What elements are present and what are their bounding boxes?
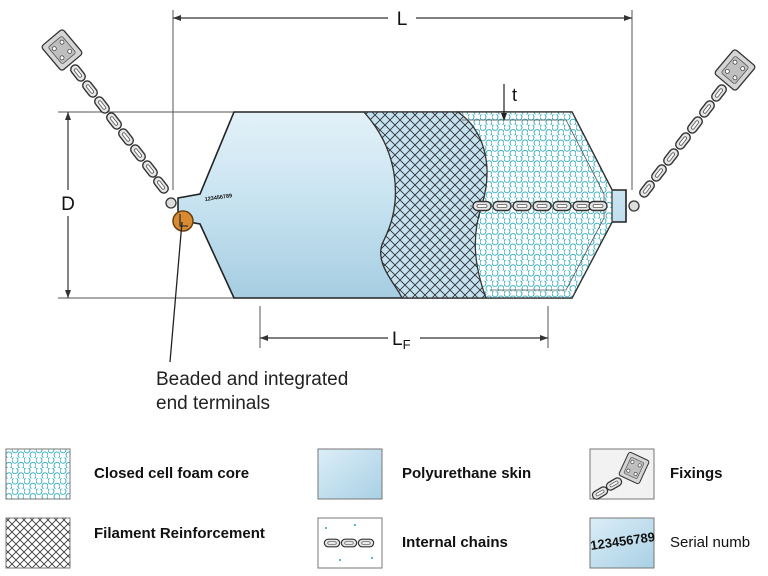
filament-swatch	[5, 517, 71, 569]
dimension-thickness: t	[499, 84, 517, 121]
label-t: t	[512, 85, 517, 105]
dimension-fender-length: LF	[259, 306, 549, 352]
label-LF: LF	[392, 329, 411, 352]
internal-chain	[470, 200, 608, 212]
serial-swatch: 123456789	[589, 517, 656, 569]
skin-swatch	[317, 448, 383, 500]
foam-core-swatch	[5, 448, 71, 500]
callout-line-1: Beaded and integrated	[156, 369, 349, 390]
fender-body: 123456789	[172, 111, 627, 299]
legend-label-foam-core: Closed cell foam core	[94, 465, 250, 482]
left-chain	[40, 28, 177, 209]
legend-label-skin: Polyurethane skin	[402, 465, 532, 482]
legend-label-filament: Filament Reinforcement	[94, 525, 265, 542]
label-D: D	[61, 194, 75, 215]
end-terminal	[172, 210, 194, 232]
label-LF-subscript: F	[403, 337, 411, 352]
end-terminal-callout: Beaded and integrated end terminals	[156, 368, 348, 416]
legend: 123456789	[5, 448, 656, 569]
legend-label-chains: Internal chains	[402, 534, 508, 551]
chain-swatch	[317, 517, 383, 569]
dimension-diameter: D	[58, 111, 290, 299]
dimension-length: L	[172, 9, 633, 190]
legend-label-fixings: Fixings	[670, 465, 723, 482]
label-LF-text: L	[392, 329, 403, 350]
callout-leader	[169, 221, 183, 363]
callout-line-2: end terminals	[156, 393, 271, 414]
label-L: L	[397, 9, 408, 30]
legend-label-serial: Serial numb	[670, 534, 751, 551]
body-serial-number: 123456789	[204, 193, 232, 203]
right-chain	[628, 48, 757, 212]
fixings-swatch	[589, 448, 655, 502]
